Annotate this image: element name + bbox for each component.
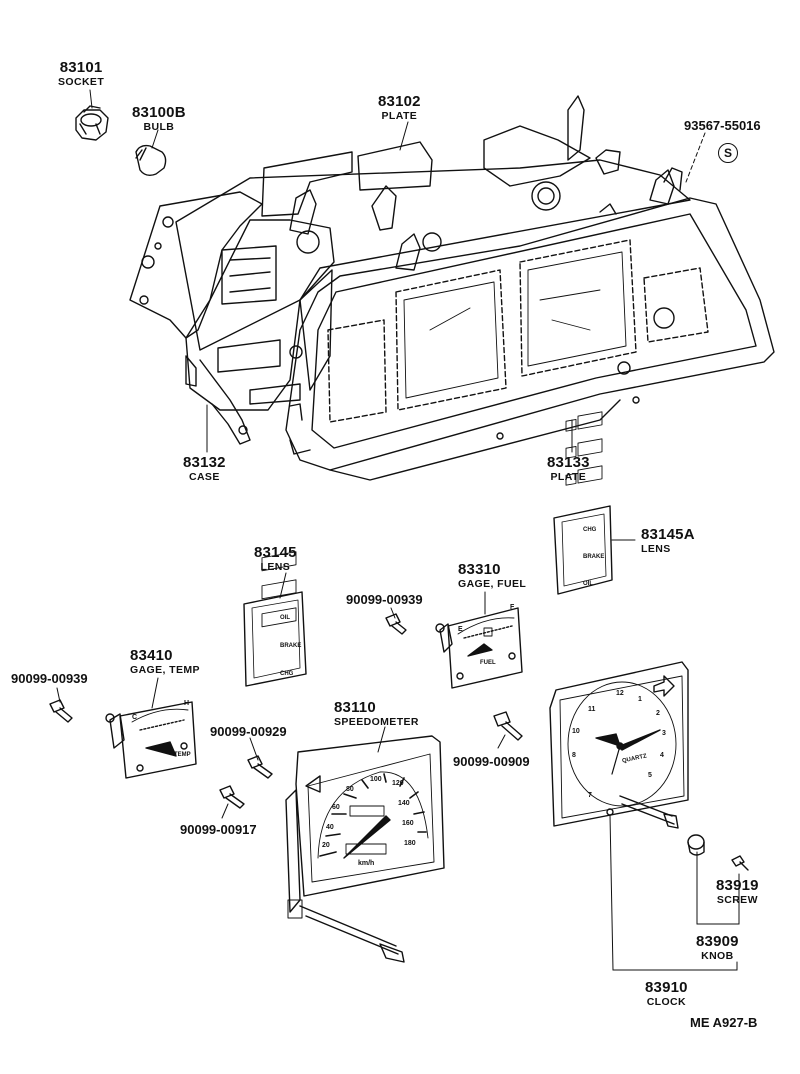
- speed-mark-120: 120: [392, 780, 404, 787]
- bulb-drawing: [135, 144, 167, 177]
- clock-numeral-12: 12: [616, 690, 624, 697]
- standard-part-symbol: S: [718, 143, 738, 163]
- clock-numeral-5: 5: [648, 772, 652, 779]
- screw-90099-00939-left-label: 90099-00939: [11, 671, 88, 686]
- part-number: 83919: [716, 877, 759, 894]
- part-number: 83110: [334, 699, 376, 716]
- lens-a-warning-1: BRAKE: [583, 554, 605, 560]
- lens-warning-1: BRAKE: [280, 643, 302, 649]
- lens-a-label: 83145A LENS: [641, 527, 695, 555]
- lens-warning-0: OIL: [280, 615, 290, 621]
- lens-drawing: [243, 551, 307, 687]
- lens-warning-list: OIL BRAKE CHG: [280, 604, 304, 688]
- speed-mark-20: 20: [322, 842, 330, 849]
- lens-a-warning-list: CHG BRAKE OIL: [583, 517, 607, 598]
- part-93567-label: 93567-55016: [684, 118, 761, 133]
- part-number: 83133: [547, 454, 590, 471]
- speed-unit: km/h: [358, 860, 375, 867]
- part-name: KNOB: [701, 950, 734, 962]
- bulb-label: 83100B BULB: [132, 105, 186, 133]
- speed-mark-80: 80: [346, 786, 354, 793]
- part-number: 83909: [696, 933, 739, 950]
- knob-drawing: [687, 834, 705, 856]
- case-label: 83132 CASE: [183, 455, 226, 483]
- part-name: PLATE: [550, 471, 587, 483]
- socket-label: 83101 SOCKET: [58, 60, 104, 88]
- speed-mark-100: 100: [370, 776, 382, 783]
- temp-dial-label: TEMP: [174, 752, 191, 758]
- clock-numeral-7: 7: [588, 792, 592, 799]
- front-plate-drawing: [285, 167, 775, 481]
- part-name: LENS: [260, 561, 291, 573]
- part-name: LENS: [641, 543, 671, 555]
- speed-mark-140: 140: [398, 800, 410, 807]
- part-number: 83102: [378, 93, 421, 110]
- lens-warning-2: CHG: [280, 671, 294, 677]
- clock-numeral-8: 8: [572, 752, 576, 759]
- clock-numeral-3: 3: [662, 730, 666, 737]
- temp-cold-mark: C: [132, 714, 138, 721]
- temp-gage-drawing: [105, 701, 197, 779]
- part-name: SOCKET: [58, 76, 105, 88]
- part-number: 83410: [130, 647, 173, 664]
- speed-mark-40: 40: [326, 824, 334, 831]
- part-number: 83310: [458, 561, 501, 578]
- clock-numeral-4: 4: [660, 752, 664, 759]
- temp-hot-mark: H: [184, 700, 190, 707]
- part-name: SCREW: [716, 894, 758, 906]
- lens-label: 83145 LENS: [254, 545, 297, 573]
- knob-label: 83909 KNOB: [696, 934, 739, 962]
- clock-label: 83910 CLOCK: [645, 980, 688, 1008]
- lens-a-warning-2: OIL: [583, 581, 593, 587]
- part-name: GAGE, FUEL: [458, 578, 527, 590]
- clock-numeral-2: 2: [656, 710, 660, 717]
- clock-drawing: [549, 661, 689, 829]
- part-name: CLOCK: [646, 996, 687, 1008]
- fuel-gage-drawing: [435, 607, 523, 689]
- part-number: 83132: [183, 454, 226, 471]
- screw-drawings: [49, 613, 749, 871]
- part-number: 83100B: [132, 104, 186, 121]
- speed-mark-160: 160: [402, 820, 414, 827]
- part-number: 83145: [254, 544, 297, 561]
- clock-numeral-10: 10: [572, 728, 580, 735]
- part-name: GAGE, TEMP: [130, 664, 200, 676]
- case-and-plate-drawing: [129, 95, 691, 445]
- fuel-dial-label: FUEL: [480, 660, 496, 666]
- clock-numeral-1: 1: [638, 696, 642, 703]
- leader-lines: [56, 89, 740, 971]
- speed-mark-60: 60: [332, 804, 340, 811]
- part-number: 83145A: [641, 526, 695, 543]
- lens-a-warning-0: CHG: [583, 527, 597, 533]
- clock-numeral-11: 11: [588, 706, 596, 713]
- part-name: BULB: [143, 121, 175, 133]
- speedometer-drawing: [285, 735, 445, 963]
- temp-gage-label: 83410 GAGE, TEMP: [130, 648, 200, 676]
- speedometer-label: 83110 SPEEDOMETER: [334, 700, 419, 728]
- speed-mark-180: 180: [404, 840, 416, 847]
- drawing-code: ME A927-B: [690, 1015, 758, 1030]
- part-name: SPEEDOMETER: [334, 716, 419, 728]
- screw-90099-00909-label: 90099-00909: [453, 754, 530, 769]
- part-name: CASE: [188, 471, 220, 483]
- screw-90099-00939-upper-label: 90099-00939: [346, 592, 423, 607]
- lens-a-drawing: [553, 411, 613, 595]
- part-number: 83101: [59, 59, 103, 76]
- screw-90099-00929-label: 90099-00929: [210, 724, 287, 739]
- part-number: 83910: [645, 979, 688, 996]
- screw-83919-label: 83919 SCREW: [716, 878, 759, 906]
- fuel-gage-label: 83310 GAGE, FUEL: [458, 562, 526, 590]
- plate-lower-label: 83133 PLATE: [547, 455, 590, 483]
- screw-90099-00917-label: 90099-00917: [180, 822, 257, 837]
- plate-upper-label: 83102 PLATE: [378, 94, 421, 122]
- socket-drawing: [75, 105, 109, 141]
- fuel-full-mark: F: [510, 604, 515, 611]
- fuel-empty-mark: E: [458, 626, 463, 633]
- part-name: PLATE: [381, 110, 418, 122]
